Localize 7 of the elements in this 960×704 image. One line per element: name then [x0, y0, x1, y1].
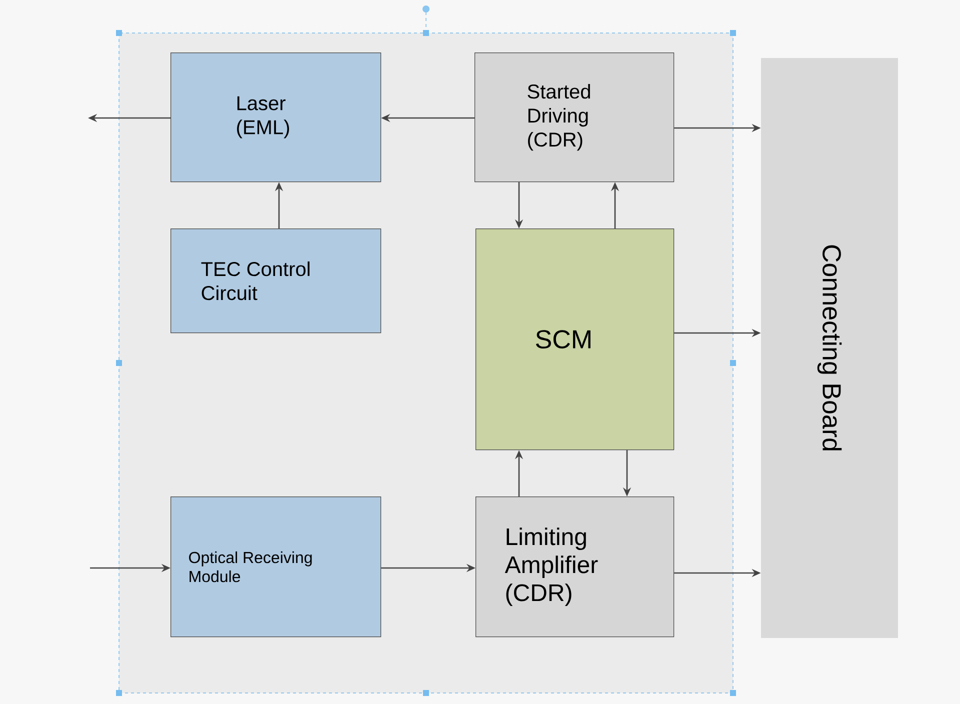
board-box: Connecting Board: [761, 58, 898, 638]
block-box: Limiting Amplifier (CDR): [476, 496, 674, 638]
block-box: Laser (EML): [170, 52, 382, 182]
block-box: Optical Receiving Module: [170, 496, 382, 638]
block-box: Started Driving (CDR): [474, 52, 674, 182]
block-box: TEC Control Circuit: [170, 228, 382, 334]
block-box: SCM: [476, 228, 674, 450]
